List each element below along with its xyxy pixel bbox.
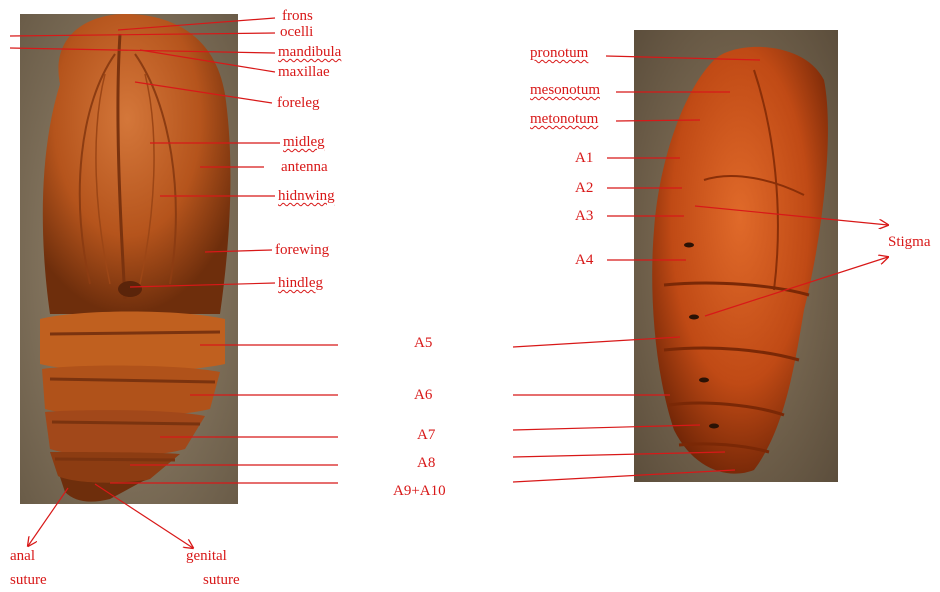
spiracle [689, 315, 699, 320]
label-mandibula: mandibula [278, 44, 341, 61]
label-a8: A8 [417, 455, 435, 472]
label-maxillae: maxillae [278, 64, 330, 81]
label-hindwing: hidnwing [278, 188, 335, 205]
label-a2: A2 [575, 180, 593, 197]
pupa-ventral-drawing [20, 14, 238, 504]
pupa-lateral-photo [634, 30, 838, 482]
label-mesonotum: mesonotum [530, 82, 600, 99]
pupa-lateral-drawing [634, 30, 838, 482]
label-a4: A4 [575, 252, 593, 269]
label-anal-suture-line2: suture [10, 572, 47, 589]
label-a5: A5 [414, 335, 432, 352]
label-genital-suture-line1: genital [186, 548, 227, 565]
label-metonotum: metonotum [530, 111, 598, 128]
label-pronotum: pronotum [530, 45, 588, 62]
label-foreleg: foreleg [277, 95, 319, 112]
segment-a6 [42, 366, 220, 417]
label-ocelli: ocelli [280, 24, 313, 41]
label-a6: A6 [414, 387, 432, 404]
label-antenna: antenna [281, 159, 328, 176]
segment-a7 [45, 410, 205, 456]
segment-a5 [40, 312, 225, 372]
pupa-ventral-photo [20, 14, 238, 504]
label-a3: A3 [575, 208, 593, 225]
label-genital-suture-line2: suture [203, 572, 240, 589]
label-a7: A7 [417, 427, 435, 444]
label-hindleg: hindleg [278, 275, 323, 292]
label-forewing: forewing [275, 242, 329, 259]
spiracle [709, 424, 719, 429]
label-a9-a10: A9+A10 [393, 483, 446, 500]
label-anal-suture-line1: anal [10, 548, 35, 565]
spiracle [684, 243, 694, 248]
label-frons: frons [282, 8, 313, 25]
label-a1: A1 [575, 150, 593, 167]
spiracle [699, 378, 709, 383]
label-midleg: midleg [283, 134, 325, 151]
pupa-head-thorax [43, 14, 231, 314]
label-stigma: Stigma [888, 234, 931, 251]
